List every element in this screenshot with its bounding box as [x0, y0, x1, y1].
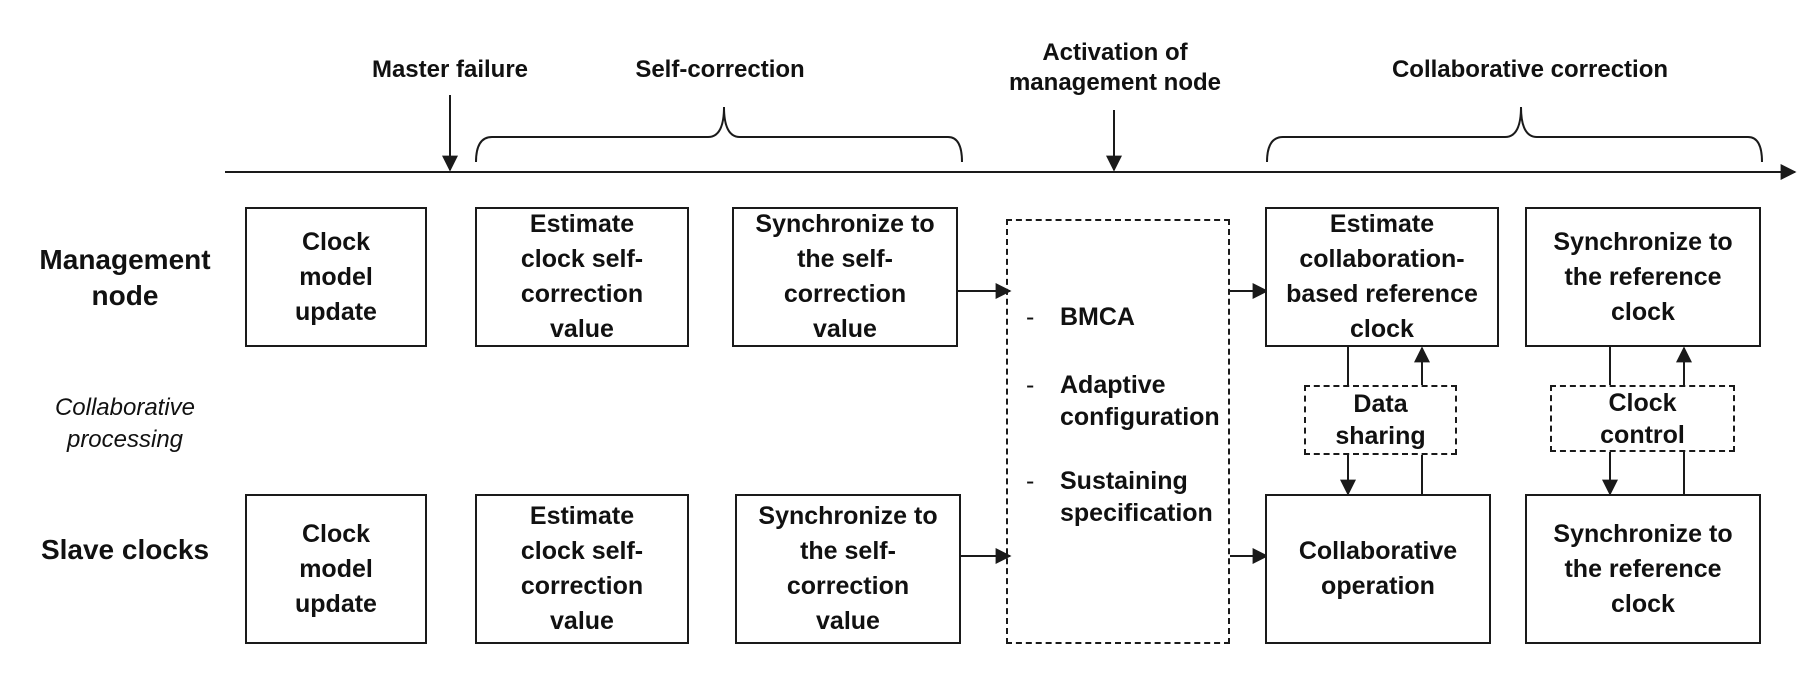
- mgmt-estimate-box: Estimate clock self-correction value: [475, 207, 689, 347]
- management-activation-block: -BMCA -Adaptive configuration -Sustainin…: [1006, 219, 1230, 644]
- slave-estimate-text: Estimate clock self-correction value: [520, 502, 644, 635]
- data-sharing-box: Data sharing: [1304, 385, 1457, 455]
- middle-item-sustaining-text: Sustaining specification: [1060, 467, 1213, 527]
- middle-item-bmca-text: BMCA: [1060, 303, 1135, 331]
- slave-collab-op-text: Collaborative operation: [1298, 537, 1458, 600]
- clock-control-text: Clock control: [1600, 388, 1685, 449]
- slave-sync-ref-text: Synchronize to the reference clock: [1553, 519, 1733, 618]
- slave-collab-op-box: Collaborative operation: [1265, 494, 1491, 644]
- row-label-management: Management node: [39, 244, 211, 311]
- clock-control-box: Clock control: [1550, 385, 1735, 452]
- slave-estimate-box: Estimate clock self-correction value: [475, 494, 689, 644]
- slave-sync-self-box: Synchronize to the self-correction value: [735, 494, 961, 644]
- activation-label: Activation of management node: [1008, 39, 1222, 96]
- mgmt-sync-ref-text: Synchronize to the reference clock: [1553, 227, 1733, 326]
- self-correction-label: Self-correction: [635, 56, 805, 83]
- slave-clock-model-update-box: Clock model update: [245, 494, 427, 644]
- self-correction-brace: [475, 106, 963, 163]
- slave-sync-ref-box: Synchronize to the reference clock: [1525, 494, 1761, 644]
- middle-item-sustaining: -Sustaining specification: [1026, 465, 1220, 529]
- collaborative-correction-brace: [1266, 106, 1763, 163]
- slave-clock-model-update-text: Clock model update: [295, 519, 377, 618]
- data-sharing-text: Data sharing: [1335, 390, 1426, 450]
- mgmt-clock-model-update-box: Clock model update: [245, 207, 427, 347]
- master-failure-label: Master failure: [371, 56, 529, 83]
- middle-item-bmca: -BMCA: [1026, 303, 1135, 331]
- middle-item-adaptive-text: Adaptive configuration: [1060, 371, 1220, 431]
- mgmt-estimate-collab-box: Estimate collaboration-based reference c…: [1265, 207, 1499, 347]
- collaborative-correction-label: Collaborative correction: [1391, 56, 1669, 83]
- mgmt-clock-model-update-text: Clock model update: [295, 227, 377, 326]
- mgmt-sync-self-box: Synchronize to the self-correction value: [732, 207, 958, 347]
- row-label-collaborative: Collaborative processing: [54, 394, 196, 453]
- middle-item-adaptive: -Adaptive configuration: [1026, 371, 1220, 431]
- mgmt-estimate-text: Estimate clock self-correction value: [520, 210, 644, 343]
- slave-sync-self-text: Synchronize to the self-correction value: [758, 502, 938, 635]
- row-label-slave: Slave clocks: [40, 534, 210, 565]
- mgmt-sync-ref-box: Synchronize to the reference clock: [1525, 207, 1761, 347]
- mgmt-sync-self-text: Synchronize to the self-correction value: [755, 210, 935, 343]
- mgmt-estimate-collab-text: Estimate collaboration-based reference c…: [1286, 210, 1478, 343]
